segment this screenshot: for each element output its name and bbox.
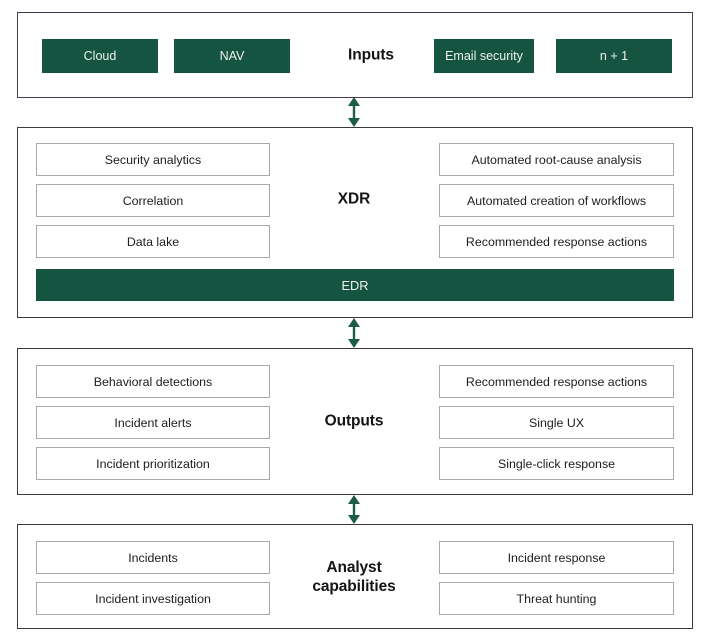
analyst-center-label: Analyst capabilities [312,559,396,595]
double-headed-vertical-arrow-icon [348,97,360,127]
analyst-box-threat-hunting[interactable]: Threat hunting [439,582,674,615]
inputs-center-label: Inputs [348,46,394,64]
double-headed-vertical-arrow-icon [348,318,360,348]
connector-inputs-to-xdr [341,97,367,127]
input-chip-cloud[interactable]: Cloud [42,39,158,73]
outputs-box-single-ux[interactable]: Single UX [439,406,674,439]
outputs-box-incident-alerts[interactable]: Incident alerts [36,406,270,439]
analyst-box-incidents[interactable]: Incidents [36,541,270,574]
input-chip-n-plus-1[interactable]: n + 1 [556,39,672,73]
outputs-box-single-click-response[interactable]: Single-click response [439,447,674,480]
outputs-center-label: Outputs [324,412,384,430]
connector-xdr-to-outputs [341,318,367,348]
connector-outputs-to-analyst [341,495,367,524]
outputs-panel: Behavioral detections Incident alerts In… [17,348,693,495]
xdr-center-label: XDR [337,190,371,208]
inputs-panel: Cloud NAV Email security n + 1 Inputs [17,12,693,98]
analyst-box-incident-investigation[interactable]: Incident investigation [36,582,270,615]
xdr-banner-edr[interactable]: EDR [36,269,674,301]
xdr-box-security-analytics[interactable]: Security analytics [36,143,270,176]
xdr-box-correlation[interactable]: Correlation [36,184,270,217]
input-chip-nav[interactable]: NAV [174,39,290,73]
analyst-box-incident-response[interactable]: Incident response [439,541,674,574]
outputs-box-incident-prioritization[interactable]: Incident prioritization [36,447,270,480]
input-chip-email-security[interactable]: Email security [434,39,534,73]
analyst-capabilities-panel: Incidents Incident investigation Inciden… [17,524,693,629]
xdr-box-automated-creation-of-workflows[interactable]: Automated creation of workflows [439,184,674,217]
xdr-box-automated-root-cause-analysis[interactable]: Automated root-cause analysis [439,143,674,176]
xdr-box-recommended-response-actions[interactable]: Recommended response actions [439,225,674,258]
outputs-box-recommended-response-actions[interactable]: Recommended response actions [439,365,674,398]
outputs-box-behavioral-detections[interactable]: Behavioral detections [36,365,270,398]
double-headed-vertical-arrow-icon [348,495,360,524]
inputs-chip-row: Cloud NAV Email security n + 1 [18,13,692,97]
xdr-box-data-lake[interactable]: Data lake [36,225,270,258]
xdr-panel: Security analytics Correlation Data lake… [17,127,693,318]
